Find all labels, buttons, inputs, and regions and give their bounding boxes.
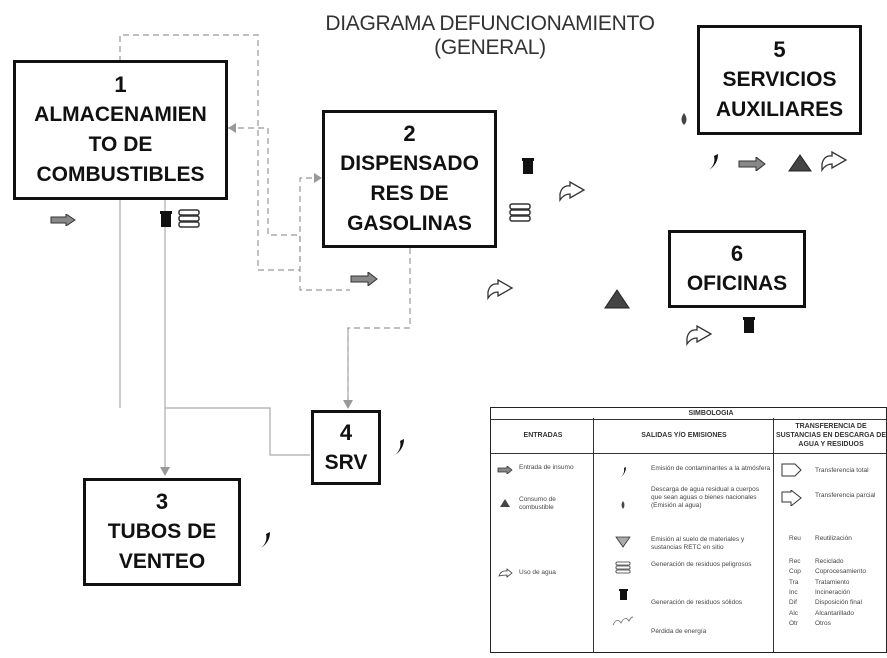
legend-code-inc: Inc — [789, 589, 798, 596]
legend-salida-3: Emisión al suelo de materiales y sustanc… — [651, 536, 745, 551]
legend-label-tra: Tratamiento — [815, 579, 850, 586]
soil-emission-icon — [615, 536, 631, 548]
solid-waste-icon — [619, 589, 628, 600]
box-almacenamiento: 1 ALMACENAMIEN TO DE COMBUSTIBLES — [13, 60, 228, 200]
fuel-triangle-icon — [500, 499, 510, 507]
legend-code-rec: Rec — [789, 558, 801, 565]
legend-salida-5: Generación de residuos sólidos — [651, 599, 743, 606]
box-2-line-2: RES DE — [370, 182, 449, 205]
legend-title: SIMBOLOGIA — [688, 410, 734, 417]
water-discharge-icon — [681, 113, 687, 125]
legend-label-inc: Incineración — [815, 589, 851, 596]
legend-transfer-1: Transferencia total — [815, 467, 869, 474]
fuel-triangle-icon — [788, 154, 812, 172]
water-discharge-icon — [621, 501, 625, 509]
box-5-number: 5 — [773, 37, 786, 62]
box-3-line-2: VENTEO — [118, 550, 206, 573]
hazardous-waste-icon — [615, 561, 631, 574]
partial-transfer-icon — [781, 490, 802, 506]
legend-label-alc: Alcantarillado — [815, 610, 855, 617]
title-line-1: DIAGRAMA DEFUNCIONAMIENTO — [325, 12, 655, 35]
input-arrow-icon — [497, 466, 513, 474]
box-3-number: 3 — [155, 489, 169, 514]
legend-salida-1: Emisión de contaminantes a la atmósfera — [651, 465, 771, 472]
legend-label-rec: Reciclado — [815, 558, 844, 565]
box-dispensadores: 2 DISPENSADO RES DE GASOLINAS — [322, 110, 497, 248]
legend-salida-6: Pérdida de energía — [651, 628, 707, 635]
box-2-number: 2 — [403, 121, 416, 146]
air-emission-icon — [621, 467, 626, 477]
box-6-line-1: OFICINAS — [686, 272, 788, 295]
hazardous-waste-icon — [178, 209, 200, 228]
legend-salida-4: Generación de residuos peligrosos — [651, 561, 752, 568]
legend-entrada-1: Entrada de insumo — [519, 464, 574, 471]
air-emission-icon — [709, 154, 718, 170]
legend-code-alc: Alc — [789, 610, 799, 617]
water-use-icon — [498, 568, 513, 578]
box-oficinas: 6 OFICINAS — [668, 230, 806, 308]
legend-salida-2: Descarga de agua residual a cuerpos que … — [651, 486, 760, 509]
legend-code-tra: Tra — [789, 579, 799, 586]
legend-code-otr: Otr — [789, 620, 799, 627]
solid-waste-icon — [743, 317, 755, 333]
legend-code-reu: Reu — [789, 535, 801, 542]
box-4-line-1: SRV — [324, 450, 368, 474]
legend-panel: SIMBOLOGIA ENTRADAS SALIDAS Y/O EMISIONE… — [490, 407, 887, 653]
legend-transfer-2: Transferencia parcial — [815, 492, 876, 499]
box-1-line-3: COMBUSTIBLES — [36, 163, 205, 186]
title-line-2: (GENERAL) — [434, 36, 546, 59]
box-1-line-1: ALMACENAMIEN — [34, 103, 207, 126]
legend-label-reu: Reutilización — [815, 535, 852, 542]
solid-waste-icon — [522, 158, 534, 174]
box-1-line-2: TO DE — [88, 133, 153, 156]
legend-entrada-2: Consumo de combustible — [519, 496, 556, 511]
input-arrow-icon — [738, 157, 766, 171]
legend-label-dif: Disposición final — [815, 599, 862, 606]
box-4-number: 4 — [339, 419, 353, 445]
partial-transfer-icon — [559, 180, 586, 202]
box-srv: 4 SRV — [311, 410, 381, 485]
diagram-title: DIAGRAMA DEFUNCIONAMIENTO (GENERAL) — [290, 12, 690, 60]
fuel-triangle-icon — [604, 289, 630, 309]
box-1-number: 1 — [114, 72, 127, 97]
partial-transfer-icon — [487, 278, 514, 300]
legend-label-cop: Coprocesamiento — [815, 568, 866, 575]
partial-transfer-icon — [686, 324, 713, 346]
legend-entrada-3: Uso de agua — [519, 569, 556, 576]
legend-col-entradas: ENTRADAS — [523, 432, 563, 439]
legend-code-dif: Dif — [789, 599, 797, 606]
hazardous-waste-icon — [509, 203, 531, 222]
box-2-line-1: DISPENSADO — [340, 152, 479, 175]
legend-code-cop: Cop — [789, 568, 801, 575]
box-3-line-1: TUBOS DE — [107, 520, 217, 543]
solid-waste-icon — [160, 211, 172, 227]
input-arrow-icon — [50, 214, 76, 226]
legend-label-otr: Otros — [815, 620, 831, 627]
legend-col-salidas: SALIDAS Y/O EMISIONES — [641, 432, 727, 439]
air-emission-icon — [395, 439, 404, 455]
legend-col-transfer: TRANSFERENCIA DE SUSTANCIAS EN DESCARGA … — [775, 423, 887, 448]
total-transfer-icon — [781, 463, 802, 477]
box-2-line-3: GASOLINAS — [347, 212, 472, 235]
box-6-number: 6 — [730, 241, 744, 266]
energy-loss-icon — [612, 616, 634, 626]
partial-transfer-icon — [821, 150, 848, 172]
box-5-line-2: AUXILIARES — [715, 98, 844, 121]
box-5-line-1: SERVICIOS — [722, 68, 837, 91]
box-servicios-auxiliares: 5 SERVICIOS AUXILIARES — [697, 25, 862, 135]
box-tubos-venteo: 3 TUBOS DE VENTEO — [83, 478, 241, 586]
input-arrow-icon — [350, 272, 378, 286]
air-emission-icon — [261, 532, 270, 548]
